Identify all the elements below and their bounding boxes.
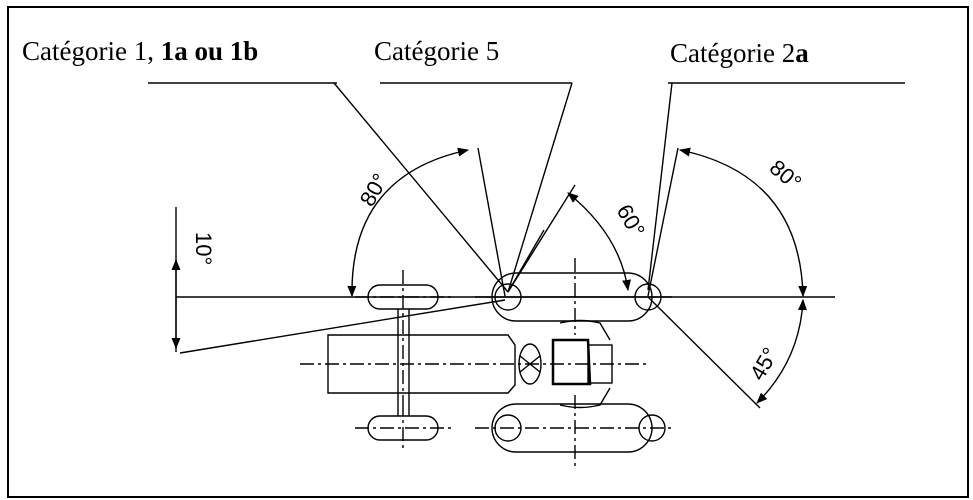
cat2-80deg-limit [647, 147, 679, 297]
cat5-60deg-limit [507, 184, 576, 293]
cat5-sight-line [507, 82, 573, 293]
diagram-frame [7, 6, 969, 498]
cat1-80deg-limit [477, 147, 506, 297]
angle-80-right-label: 80° [765, 155, 807, 196]
10deg-line [179, 299, 506, 354]
arc-80-right [678, 147, 808, 298]
tractor-hood [327, 334, 516, 394]
seat [551, 338, 592, 386]
arc-60 [567, 192, 631, 292]
angle-80-left-label: 80° [355, 169, 393, 210]
category-2-label: Catégorie 2a [670, 38, 809, 68]
seat-back [587, 344, 613, 384]
angle-10-label: 10° [191, 232, 216, 265]
category-5-label: Catégorie 5 [374, 36, 500, 66]
category-1-label: Catégorie 1, 1a ou 1b [22, 36, 259, 66]
angle-60-label: 60° [612, 200, 650, 241]
arc-80-left [347, 147, 470, 298]
cat2-45deg-limit [647, 296, 761, 409]
steering-wheel [518, 343, 542, 385]
arc-45 [756, 298, 807, 404]
cat2-sight-line [647, 82, 673, 291]
